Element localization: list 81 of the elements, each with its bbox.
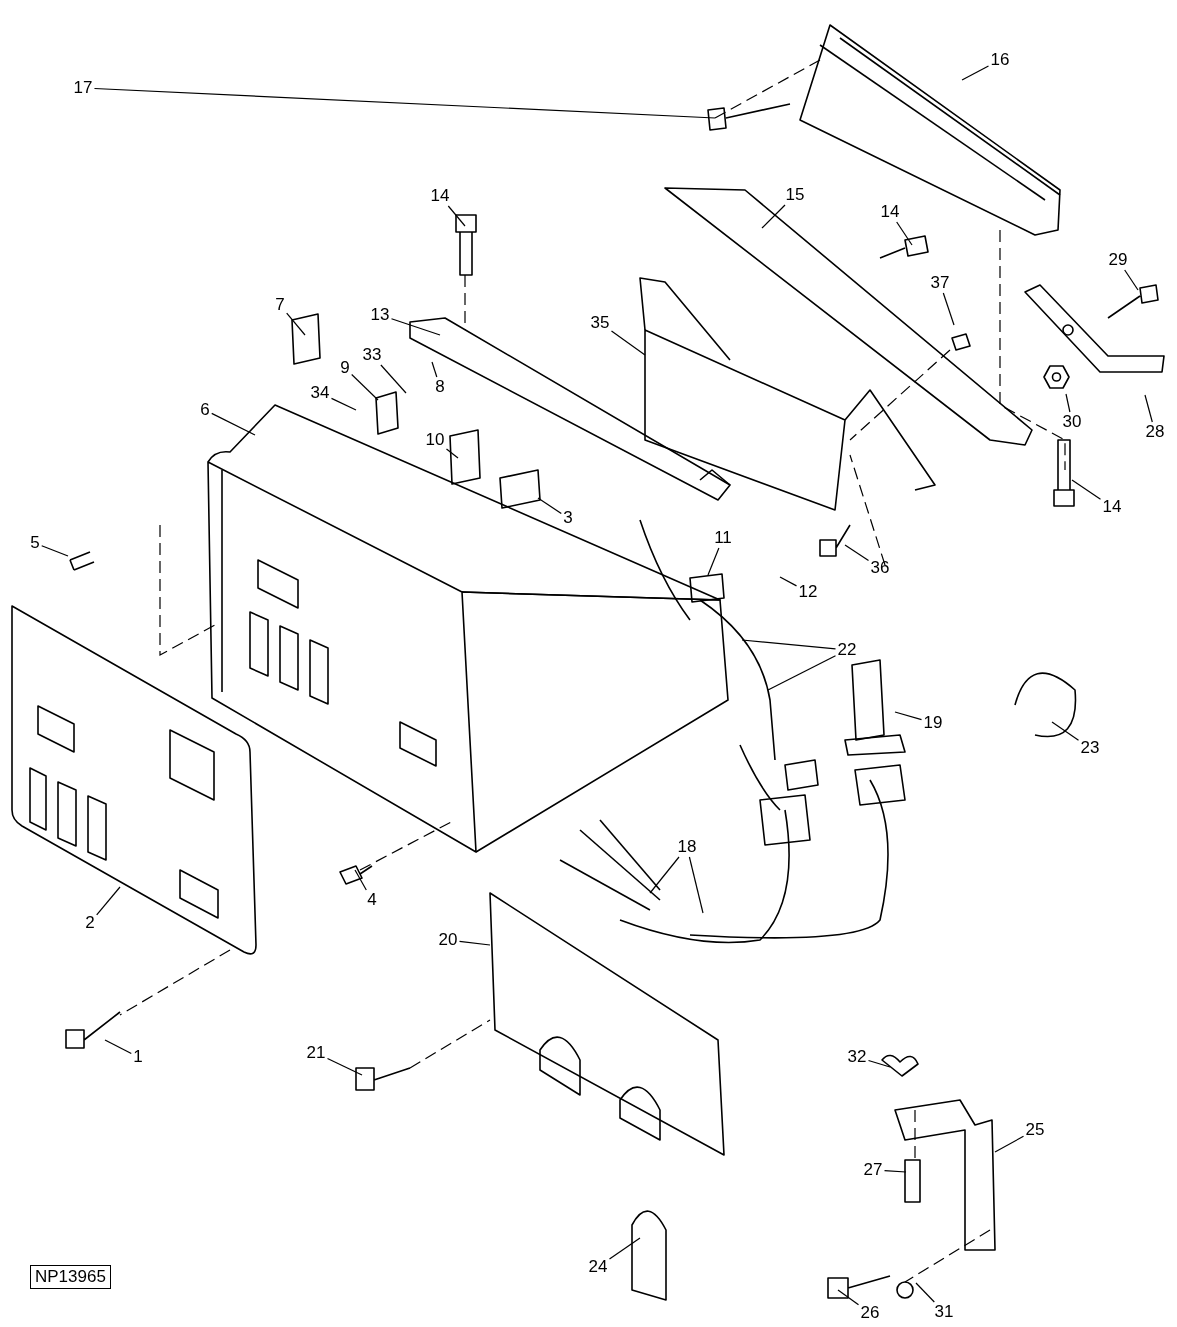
leader-line (894, 711, 923, 721)
leader-line (942, 292, 955, 326)
callout-number: 19 (923, 714, 943, 732)
callout-number: 18 (677, 838, 697, 856)
leader-line (93, 87, 716, 119)
leader-line (1071, 479, 1102, 500)
leader-line (610, 330, 646, 356)
leader-line (380, 364, 407, 394)
callout-number: 4 (367, 891, 377, 909)
leader-line (1124, 269, 1139, 291)
leader-line (761, 204, 786, 229)
leader-line (688, 856, 704, 914)
leader-line (96, 886, 121, 916)
callout-number: 9 (340, 359, 350, 377)
leader-line (326, 1057, 363, 1076)
leader-line (41, 545, 69, 557)
leader-line (837, 1289, 860, 1306)
leader-line (1051, 721, 1080, 741)
leader-line (211, 412, 256, 436)
callout-number: 24 (588, 1258, 608, 1276)
leader-line (351, 373, 379, 401)
leader-line (390, 318, 441, 336)
leader-line (354, 869, 367, 891)
callout-number: 28 (1145, 423, 1165, 441)
callout-number: 20 (438, 931, 458, 949)
callout-number: 16 (990, 51, 1010, 69)
leader-line (608, 1237, 641, 1260)
callout-number: 1 (133, 1048, 143, 1066)
leader-line (537, 497, 562, 515)
leader-line (707, 547, 720, 576)
callout-number: 15 (785, 186, 805, 204)
leader-line (104, 1039, 132, 1055)
leader-line (1144, 394, 1153, 423)
leader-line (767, 655, 837, 691)
callout-number: 25 (1025, 1121, 1045, 1139)
leader-line (649, 856, 680, 894)
leader-line (994, 1135, 1025, 1153)
leader-line (867, 1059, 891, 1068)
callout-number: 29 (1108, 251, 1128, 269)
leader-line (447, 205, 466, 227)
callout-number: 31 (934, 1303, 954, 1321)
leader-line (286, 312, 306, 336)
callout-number: 32 (847, 1048, 867, 1066)
callout-number: 22 (837, 641, 857, 659)
leader-line (844, 544, 870, 562)
callout-number: 23 (1080, 739, 1100, 757)
callout-number: 12 (798, 583, 818, 601)
callout-number: 30 (1062, 413, 1082, 431)
callout-number: 17 (73, 79, 93, 97)
callout-number: 36 (870, 559, 890, 577)
callout-number: 8 (435, 378, 445, 396)
leader-line (458, 940, 491, 946)
callout-number: 35 (590, 314, 610, 332)
leader-line (896, 221, 913, 246)
leader-line (915, 1282, 935, 1303)
callout-number: 10 (425, 431, 445, 449)
callout-number: 37 (930, 274, 950, 292)
callout-number: 11 (714, 529, 732, 547)
callout-number: 14 (880, 203, 900, 221)
callout-number: 14 (430, 187, 450, 205)
callout-number: 5 (30, 534, 40, 552)
callout-number: 2 (85, 914, 95, 932)
figure-number: NP13965 (30, 1265, 111, 1289)
callout-number: 13 (370, 306, 390, 324)
leader-line (741, 639, 837, 650)
leader-line (779, 576, 798, 587)
callout-number: 3 (563, 509, 573, 527)
callout-number: 14 (1102, 498, 1122, 516)
callout-number: 26 (860, 1304, 880, 1322)
leader-line (1065, 393, 1071, 413)
leader-line (961, 65, 990, 81)
callout-number: 34 (310, 384, 330, 402)
callout-number: 21 (306, 1044, 326, 1062)
leader-line (431, 361, 438, 378)
callout-number: 6 (200, 401, 210, 419)
callout-number: 27 (863, 1161, 883, 1179)
callout-number: 7 (275, 296, 285, 314)
leader-line (330, 397, 357, 411)
leader-line (883, 1170, 907, 1173)
leader-line (445, 448, 459, 459)
callout-number: 33 (362, 346, 382, 364)
